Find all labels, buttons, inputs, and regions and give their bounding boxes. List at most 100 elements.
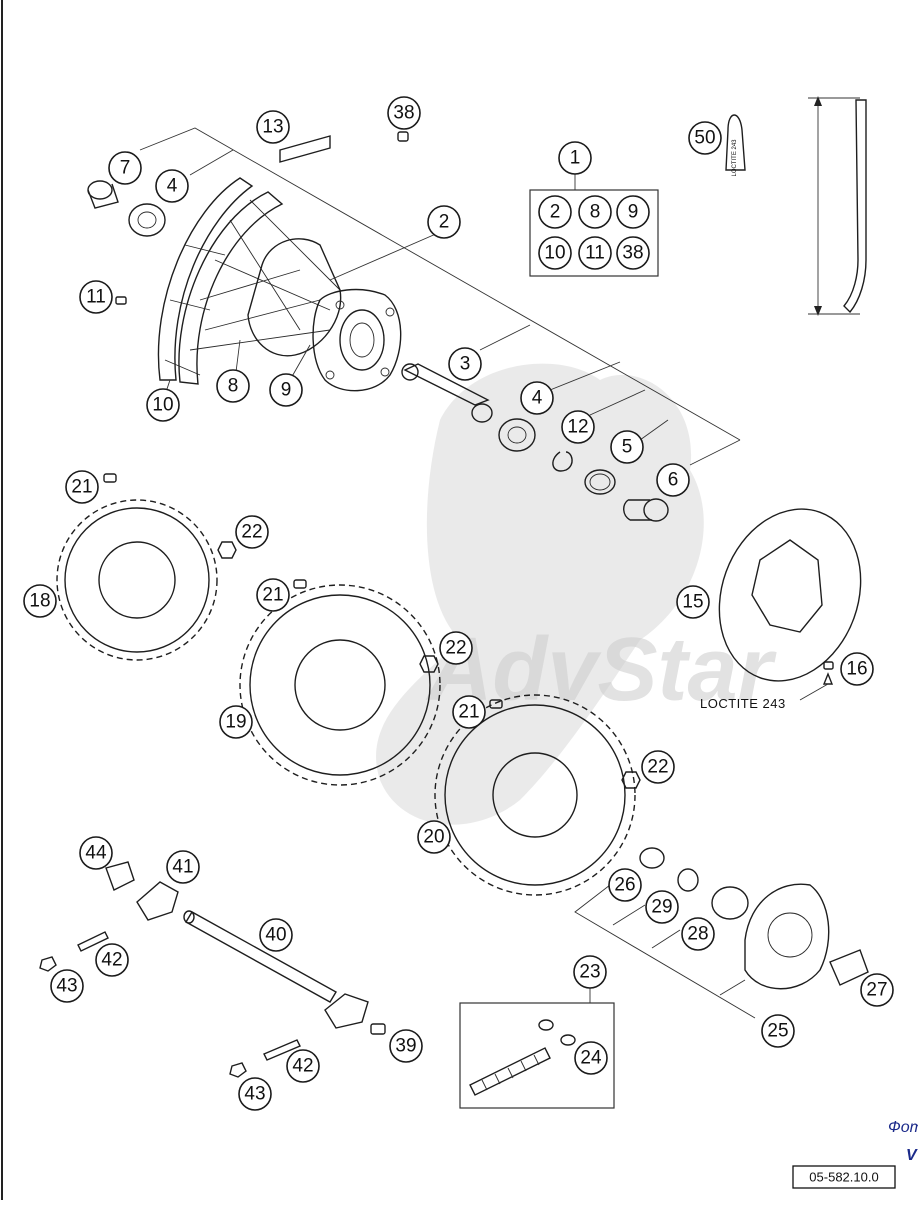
- callout-number: 42: [292, 1056, 313, 1077]
- callout-circle: [155, 169, 189, 203]
- callout-circle: [256, 110, 290, 144]
- kit-item-callout-10: 10: [538, 236, 572, 270]
- callout-circle: [256, 578, 290, 612]
- callout-number: 43: [244, 1084, 265, 1105]
- callout-22: 22: [641, 750, 675, 784]
- rear-hub: [247, 238, 402, 392]
- callout-circle: [558, 141, 592, 175]
- callout-13: 13: [256, 110, 290, 144]
- callout-number: 40: [265, 925, 286, 946]
- callout-circle: [681, 917, 715, 951]
- kit-item-callout-38: 38: [616, 236, 650, 270]
- callout-21: 21: [452, 695, 486, 729]
- callout-number: 38: [622, 243, 643, 264]
- callout-circle: [259, 918, 293, 952]
- callout-27: 27: [860, 973, 894, 1007]
- adjuster-block-right: [324, 993, 369, 1029]
- screw-11: [115, 296, 127, 305]
- callout-number: 19: [225, 712, 246, 733]
- callout-4: 4: [520, 381, 554, 415]
- axle-40: [183, 910, 337, 1003]
- callout-circle: [23, 584, 57, 618]
- callout-number: 20: [423, 827, 444, 848]
- callout-circle: [79, 280, 113, 314]
- callout-number: 24: [580, 1048, 602, 1069]
- callout-number: 25: [767, 1021, 788, 1042]
- corner-text-1: Фот: [888, 1119, 918, 1136]
- chain-23: [469, 1047, 551, 1096]
- callout-39: 39: [389, 1029, 423, 1063]
- callout-22: 22: [439, 631, 473, 665]
- callout-number: 22: [241, 522, 262, 543]
- callout-number: 26: [614, 875, 635, 896]
- callout-number: 1: [570, 148, 581, 169]
- callout-number: 10: [544, 243, 565, 264]
- kit-item-callout-9: 9: [616, 195, 650, 229]
- seal-29: [677, 868, 699, 892]
- callout-circle: [520, 381, 554, 415]
- callout-number: 9: [281, 380, 292, 401]
- callout-number: 44: [85, 843, 107, 864]
- callout-44: 44: [79, 836, 113, 870]
- sprocket-18: [56, 499, 218, 661]
- wheel-bearing-4-left: [128, 203, 166, 237]
- callout-number: 2: [550, 202, 561, 223]
- callout-9: 9: [269, 373, 303, 407]
- callout-50: 50: [688, 121, 722, 155]
- callout-42: 42: [95, 943, 129, 977]
- callout-circle: [50, 969, 84, 1003]
- loctite-note: LOCTITE 243: [700, 696, 786, 711]
- callout-number: 2: [439, 212, 450, 233]
- callout-circle: [561, 410, 595, 444]
- callout-number: 6: [668, 470, 679, 491]
- brake-disc-15: [718, 508, 862, 682]
- callout-circle: [676, 585, 710, 619]
- nuts-43: [39, 956, 247, 1078]
- callout-circle: [427, 205, 461, 239]
- sprocket-carrier-25: [744, 883, 830, 990]
- callout-circle: [387, 96, 421, 130]
- callout-20: 20: [417, 820, 451, 854]
- callout-28: 28: [681, 917, 715, 951]
- callout-number: 15: [682, 592, 703, 613]
- chain-link-24: [538, 1019, 576, 1046]
- corner-text-2: V: [906, 1147, 918, 1164]
- callout-15: 15: [676, 585, 710, 619]
- callout-circle: [538, 195, 572, 229]
- watermark-text: AdvStar: [425, 620, 777, 720]
- sprocket-20: [434, 694, 636, 896]
- circlip-12: [552, 451, 573, 472]
- wheel-bearing-4-right: [498, 418, 536, 452]
- kit-item-callout-2: 2: [538, 195, 572, 229]
- callout-circle: [688, 121, 722, 155]
- callout-5: 5: [610, 430, 644, 464]
- callout-23: 23: [573, 955, 607, 989]
- callout-circle: [389, 1029, 423, 1063]
- callout-number: 4: [167, 176, 178, 197]
- callout-19: 19: [219, 705, 253, 739]
- callout-circle: [216, 369, 250, 403]
- screw-16: [822, 661, 834, 685]
- callout-number: 28: [687, 924, 708, 945]
- drawing-number: 05-582.10.0: [809, 1170, 878, 1185]
- callout-circle: [573, 955, 607, 989]
- callout-number: 10: [152, 395, 173, 416]
- callout-number: 29: [651, 897, 672, 918]
- callout-11: 11: [79, 280, 113, 314]
- callout-18: 18: [23, 584, 57, 618]
- callout-24: 24: [574, 1041, 608, 1075]
- callout-21: 21: [256, 578, 290, 612]
- callout-number: 41: [172, 857, 193, 878]
- callout-41: 41: [166, 850, 200, 884]
- callout-circle: [574, 1041, 608, 1075]
- chain-adjuster-41: [136, 881, 179, 921]
- callout-8: 8: [216, 369, 250, 403]
- sprocket-19: [239, 584, 441, 786]
- callout-circle: [641, 750, 675, 784]
- sprocket-nuts: [217, 541, 641, 789]
- callout-circle: [286, 1049, 320, 1083]
- callout-number: 11: [86, 287, 106, 308]
- callout-43: 43: [50, 969, 84, 1003]
- callout-number: 18: [29, 591, 50, 612]
